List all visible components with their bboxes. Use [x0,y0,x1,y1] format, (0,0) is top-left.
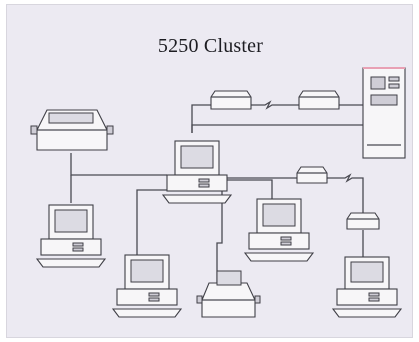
host-system [362,67,406,159]
modem-1 [210,90,252,110]
network-links [70,100,364,285]
modem-2 [298,90,340,110]
printer-left [30,109,114,151]
workstation-center [161,140,233,204]
workstation-bottom-right [331,256,403,318]
workstation-left [35,204,107,268]
network-diagram [30,67,406,318]
figure-panel: 5250 Cluster [6,4,413,338]
diagram-title: 5250 Cluster [157,35,264,57]
workstation-right [243,198,315,262]
printer-bottom [196,270,261,318]
modem-3 [296,166,328,184]
workstation-bottom-left [111,254,183,318]
modem-4 [346,212,380,230]
